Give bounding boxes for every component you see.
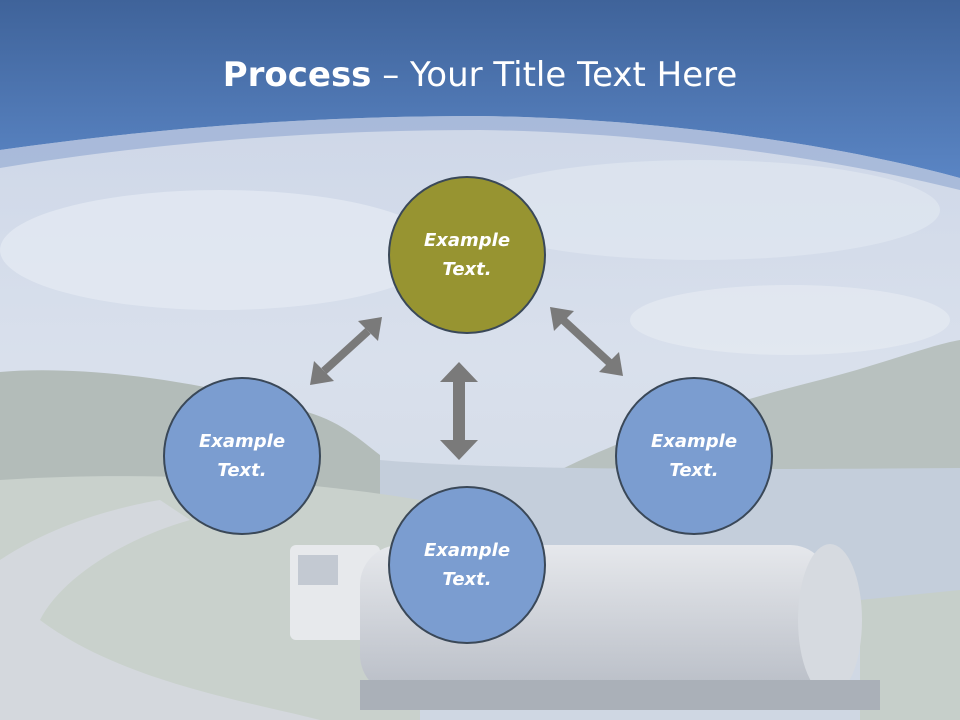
- node-right-line1: Example: [650, 431, 738, 452]
- title-rest: – Your Title Text Here: [371, 55, 738, 95]
- node-bottom-line2: Text.: [442, 569, 492, 590]
- double-arrow-right-icon: [550, 307, 623, 376]
- double-arrow-left-icon: [310, 317, 382, 385]
- slide-title: Process – Your Title Text Here: [0, 54, 960, 96]
- node-top-line2: Text.: [442, 259, 492, 280]
- title-bold: Process: [222, 55, 372, 95]
- node-top-line1: Example: [423, 230, 511, 251]
- node-bottom-line1: Example: [423, 540, 511, 561]
- node-right-line2: Text.: [669, 460, 719, 481]
- node-left-line1: Example: [198, 431, 286, 452]
- node-left-line2: Text.: [217, 460, 267, 481]
- double-arrow-vertical-icon: [440, 362, 478, 460]
